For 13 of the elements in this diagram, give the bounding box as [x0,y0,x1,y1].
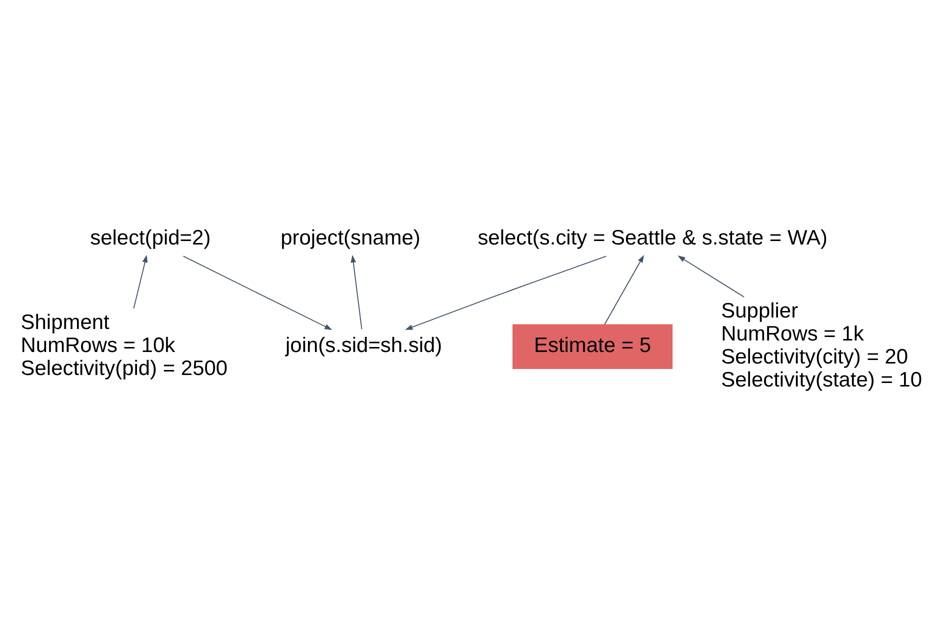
node-text: join(s.sid=sh.sid) [286,334,442,357]
arrow [350,254,362,330]
arrow [182,256,332,330]
node-text: select(s.city = Seattle & s.state = WA) [478,226,828,250]
arrow [604,254,644,325]
node-text: Shipment NumRows = 10k Selectivity(pid) = 2500 [20,311,228,380]
node-text: project(sname) [280,226,420,250]
arrow [133,254,148,309]
arrow [678,256,745,298]
node-text: select(pid=2) [90,226,211,250]
node-text: Supplier NumRows = 1k Selectivity(city) = 20 Selectivity(state) = 10 [721,300,922,392]
arrow [405,256,607,330]
node-box: Estimate = 5 [512,324,673,370]
